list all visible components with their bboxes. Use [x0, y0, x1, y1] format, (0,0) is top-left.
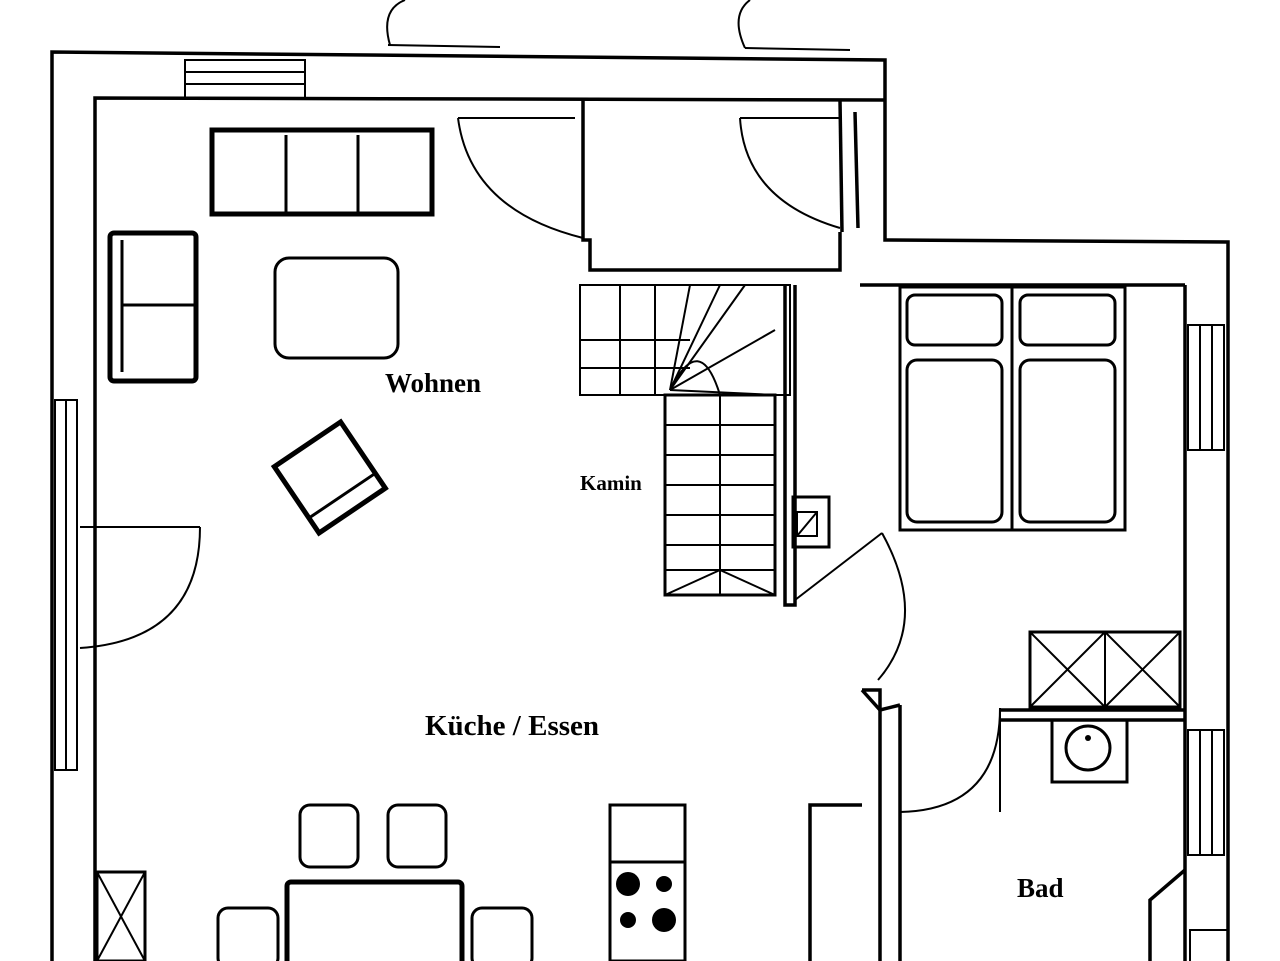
sofa: [209, 127, 435, 217]
coffee-table: [273, 256, 400, 360]
dining-set: [216, 803, 534, 961]
hall-door: [794, 532, 907, 961]
room-label-bad: Bad: [1017, 873, 1064, 903]
bathroom: [899, 630, 1228, 961]
outer-walls: [50, 50, 1230, 961]
fireplace: [791, 495, 831, 549]
room-label-wohnen: Wohnen: [385, 368, 481, 398]
armchair-left: [107, 230, 199, 384]
entry-door-arcs: [386, 0, 851, 51]
wardrobe: [898, 285, 1127, 532]
terrace-door: [79, 526, 201, 649]
entry-vestibule: [457, 100, 842, 272]
room-label-kamin: Kamin: [580, 471, 642, 495]
kitchen: [608, 803, 862, 961]
lounge-chair: [270, 418, 389, 537]
staircase: [579, 284, 797, 607]
room-label-kueche-essen: Küche / Essen: [425, 710, 599, 742]
windows: [54, 59, 1225, 961]
